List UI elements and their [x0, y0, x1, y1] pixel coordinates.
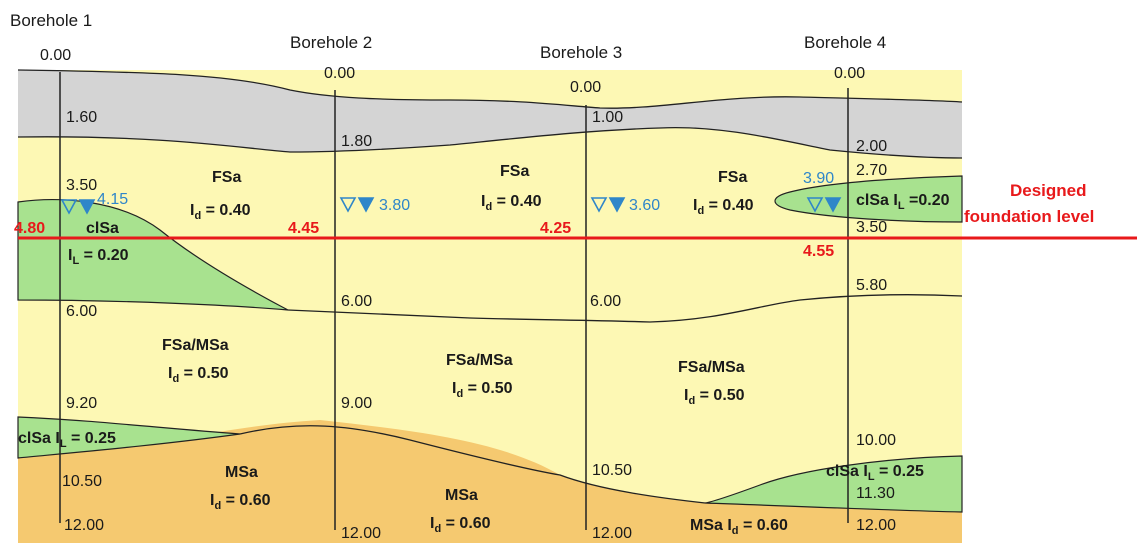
borehole-1-top: 0.00 — [40, 47, 71, 64]
water-level-value: 3.80 — [379, 197, 410, 214]
bh1-depth: 12.00 — [64, 517, 104, 534]
soil-index: Id = 0.60 — [430, 515, 491, 535]
bh1-depth: 9.20 — [66, 395, 97, 412]
soil-index: Id = 0.40 — [481, 193, 542, 213]
bh4-depth: 12.00 — [856, 517, 896, 534]
clay-sand-lower-1 — [17, 416, 241, 459]
foundation-depth: 4.80 — [14, 220, 45, 237]
soil-index: Id = 0.60 — [210, 492, 271, 512]
bh2-depth: 1.80 — [341, 133, 372, 150]
soil-label: clSa IL = 0.25 — [18, 430, 116, 450]
clay-sand-lens-4 — [774, 175, 963, 223]
soil-index: Id = 0.50 — [452, 380, 513, 400]
soil-index: IL = 0.20 — [68, 247, 129, 267]
water-level-value: 4.15 — [97, 191, 128, 208]
soil-index: Id = 0.50 — [684, 387, 745, 407]
bh4-depth: 10.00 — [856, 432, 896, 449]
fine-sand-layer — [18, 70, 962, 503]
soil-label: clSa — [86, 220, 119, 237]
layer-boundaries — [17, 69, 963, 504]
bh1-depth: 1.60 — [66, 109, 97, 126]
bh3-depth: 1.00 — [592, 109, 623, 126]
soil-label: MSa — [445, 487, 478, 504]
bh3-depth: 12.00 — [592, 525, 632, 542]
borehole-2-name: Borehole 2 — [290, 33, 372, 52]
borehole-3-name: Borehole 3 — [540, 43, 622, 62]
foundation-legend-line1: Designed — [1010, 181, 1087, 200]
foundation-depth: 4.45 — [288, 220, 319, 237]
soil-index: Id = 0.40 — [693, 197, 754, 217]
water-level-icon — [60, 199, 96, 215]
soil-label: FSa — [500, 163, 529, 180]
soil-index: Id = 0.40 — [190, 202, 251, 222]
foundation-legend-line2: foundation level — [964, 207, 1094, 226]
borehole-2-top: 0.00 — [324, 65, 355, 82]
soil-label: clSa IL =0.20 — [856, 192, 950, 212]
bh4-depth: 5.80 — [856, 277, 887, 294]
soil-label: clSa IL = 0.25 — [826, 463, 924, 483]
fill-layer — [18, 70, 962, 158]
bh4-depth: 3.50 — [856, 219, 887, 236]
clay-sand-lower-4 — [704, 455, 963, 513]
bh1-depth: 10.50 — [62, 473, 102, 490]
bh2-depth: 12.00 — [341, 525, 381, 542]
foundation-depth: 4.55 — [803, 243, 834, 260]
bh2-depth: 6.00 — [341, 293, 372, 310]
borehole-4-name: Borehole 4 — [804, 33, 886, 52]
soil-label: MSa — [225, 464, 258, 481]
soil-label: FSa — [212, 169, 241, 186]
bh3-depth: 6.00 — [590, 293, 621, 310]
bh4-depth: 11.30 — [856, 485, 895, 502]
foundation-depth: 4.25 — [540, 220, 571, 237]
bh3-depth: 10.50 — [592, 462, 632, 479]
borehole-4-top: 0.00 — [834, 65, 865, 82]
soil-label: FSa/MSa — [446, 352, 513, 369]
borehole-1-name: Borehole 1 — [10, 11, 92, 30]
bh1-depth: 3.50 — [66, 177, 97, 194]
bh4-depth: 2.70 — [856, 162, 887, 179]
water-level-icon — [339, 197, 375, 213]
soil-index: Id = 0.50 — [168, 365, 229, 385]
soil-label: FSa/MSa — [162, 337, 229, 354]
borehole-3-top: 0.00 — [570, 79, 601, 96]
soil-label: MSa Id = 0.60 — [690, 517, 788, 537]
soil-label: FSa — [718, 169, 747, 186]
water-level-value: 3.90 — [803, 170, 834, 187]
bh4-depth: 2.00 — [856, 138, 887, 155]
water-level-icon — [806, 197, 842, 213]
soil-label: FSa/MSa — [678, 359, 745, 376]
bh2-depth: 9.00 — [341, 395, 372, 412]
bh1-depth: 6.00 — [66, 303, 97, 320]
water-level-value: 3.60 — [629, 197, 660, 214]
water-level-icon — [590, 197, 626, 213]
clay-sand-lens-1 — [17, 199, 289, 311]
